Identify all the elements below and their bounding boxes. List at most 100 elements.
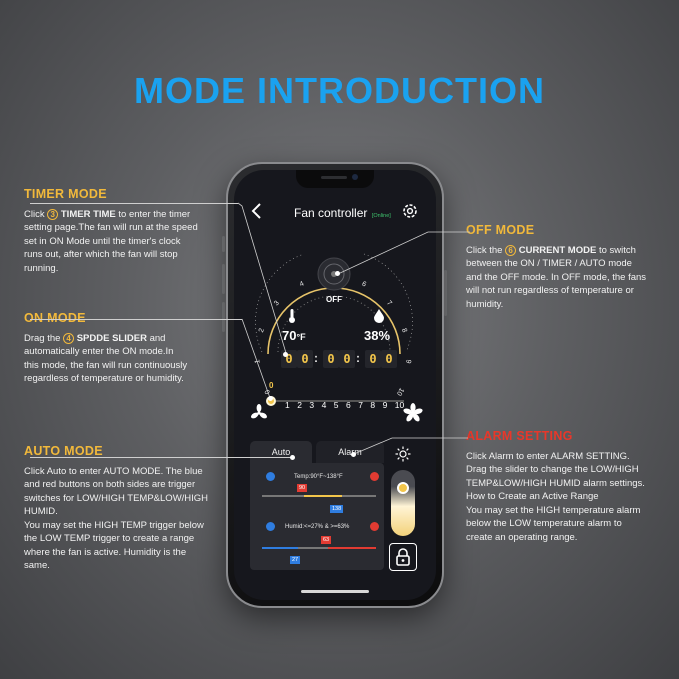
timer-mode-title: TIMER MODE — [24, 187, 107, 201]
auto-leader-line — [30, 457, 294, 458]
brightness-icon[interactable] — [395, 446, 411, 462]
on-leader-path — [241, 318, 271, 399]
on-leader-dot — [268, 396, 273, 401]
on-mode-line-1: Drag the 4 SPDDE SLIDER and — [24, 332, 166, 344]
auto-mode-line: same. — [24, 560, 50, 571]
alarm-setting-line: create an operating range. — [466, 531, 578, 543]
off-mode-line: and the OFF mode. In OFF mode, the fans — [466, 271, 647, 283]
timer-mode-line: set in ON Mode until the timer's clock — [24, 235, 181, 247]
timer-mode-line: setting page.The fan will run at the spe… — [24, 222, 198, 233]
humidity-drop-icon — [374, 309, 384, 323]
auto-mode-section: AUTO MODE Click Auto to enter AUTO MODE.… — [24, 444, 229, 573]
timer-leader-path — [237, 202, 287, 354]
temp-range-label: Temp:90°F~138°F — [294, 474, 343, 480]
humid-range-label: Humid:<=27% & >=63% — [285, 524, 350, 530]
humid-low-trigger-button[interactable] — [266, 522, 275, 531]
fan-high-icon — [403, 403, 423, 422]
volume-up-button — [222, 264, 225, 294]
app-title: Fan controller — [294, 206, 368, 220]
thermometer-icon — [289, 309, 295, 323]
off-mode-line-1: Click the 6 CURRENT MODE to switch — [466, 244, 636, 256]
humidity-value: 38% — [364, 328, 391, 343]
temperature-unit: °F — [296, 332, 306, 342]
on-mode-line: regardless of temperature or humidity. — [24, 373, 184, 384]
back-arrow-icon[interactable] — [250, 202, 264, 220]
on-mode-line: this mode, the fan will run continuously — [24, 359, 188, 371]
on-mode-line: automatically enter the ON mode.In — [24, 346, 174, 357]
dial-number-label: 9 — [403, 359, 412, 364]
phone-camera — [352, 174, 358, 180]
temp-low-value-tag: 90 — [297, 484, 308, 492]
temperature-readout: 70°F — [282, 328, 306, 343]
timer-keyword: TIMER TIME — [60, 208, 116, 220]
timer-digit[interactable]: 0 — [323, 350, 339, 368]
alarm-setting-line: TEMP&LOW/HIGH HUMID alarm settings. — [466, 477, 645, 489]
lock-button[interactable] — [389, 543, 417, 571]
timer-colon: : — [356, 351, 360, 365]
speed-level-label[interactable]: 8 — [370, 400, 376, 410]
off-mode-line: between the ON / TIMER / AUTO mode — [466, 258, 632, 269]
temp-track-right — [342, 495, 376, 497]
timer-colon: : — [314, 351, 318, 365]
alarm-setting-section: ALARM SETTING Click Alarm to enter ALARM… — [466, 429, 671, 544]
temp-low-trigger-button[interactable] — [266, 472, 275, 481]
online-status: [Online] — [371, 213, 391, 219]
off-mode-title: OFF MODE — [466, 223, 535, 237]
auto-leader-dot — [290, 455, 295, 460]
speed-level-label[interactable]: 2 — [297, 400, 302, 410]
speed-level-label[interactable]: 3 — [309, 400, 315, 410]
settings-gear-icon[interactable] — [401, 202, 419, 220]
page-headline: MODE INTRODUCTION — [134, 70, 545, 111]
brightness-slider-handle[interactable] — [397, 482, 409, 494]
auto-mode-line: HUMID. — [24, 506, 58, 517]
off-mode-section: OFF MODE Click the 6 CURRENT MODE to swi… — [466, 223, 671, 311]
alarm-leader-dot — [351, 452, 356, 457]
speed-level-label[interactable]: 7 — [358, 400, 363, 410]
humid-high-trigger-button[interactable] — [370, 522, 379, 531]
timer-digit[interactable]: 0 — [339, 350, 355, 368]
alarm-setting-line: How to Create an Active Range — [466, 491, 599, 502]
temp-active-range[interactable] — [304, 495, 342, 497]
temp-high-trigger-button[interactable] — [370, 472, 379, 481]
alarm-leader-path — [353, 437, 468, 455]
alarm-setting-line: below the LOW temperature alarm to — [466, 518, 622, 529]
alarm-setting-line: Click Alarm to enter ALARM SETTING. — [466, 450, 630, 462]
auto-mode-line: the LOW TEMP trigger to create a range — [24, 533, 195, 544]
speed-slider-track[interactable] — [276, 400, 404, 402]
current-mode-fan-icon[interactable] — [316, 256, 352, 292]
timer-mode-line-1: Click 3 TIMER TIME to enter the timer — [24, 208, 191, 220]
timer-digit[interactable]: 0 — [297, 350, 313, 368]
off-keyword: CURRENT MODE — [518, 244, 597, 256]
speed-level-label[interactable]: 9 — [382, 400, 388, 410]
off-mode-line: humidity. — [466, 298, 504, 310]
timer-digit[interactable]: 0 — [381, 350, 397, 368]
auto-settings-panel — [250, 463, 384, 570]
home-indicator — [301, 590, 369, 593]
phone-speaker — [321, 176, 347, 179]
on-leader-line — [30, 319, 242, 320]
humid-high-value-tag: 63 — [321, 536, 332, 544]
humid-low-value-tag: 27 — [290, 556, 301, 564]
app-header: Fan controller [Online] — [294, 204, 391, 222]
auto-mode-line: You may set the HIGH TEMP trigger below — [24, 519, 204, 531]
off-number-badge: 6 — [505, 244, 517, 256]
phone-notch — [296, 170, 374, 188]
timer-digit[interactable]: 0 — [365, 350, 381, 368]
timer-mode-line: runs out, after which the fan will stop — [24, 249, 178, 260]
speed-level-label[interactable]: 10 — [394, 400, 405, 410]
speed-level-label[interactable]: 5 — [333, 400, 339, 410]
tab-auto[interactable]: Auto — [250, 441, 312, 463]
speed-level-label[interactable]: 4 — [321, 400, 327, 410]
speed-level-label[interactable]: 6 — [346, 400, 351, 410]
tab-alarm[interactable]: Alarm — [316, 441, 384, 463]
timer-mode-line: running. — [24, 262, 59, 274]
volume-down-button — [222, 302, 225, 332]
brightness-slider[interactable] — [391, 470, 415, 536]
humid-high-range[interactable] — [328, 547, 376, 549]
auto-mode-title: AUTO MODE — [24, 444, 103, 458]
mode-label: OFF — [326, 295, 342, 304]
off-leader-path — [337, 231, 470, 275]
speed-level-label[interactable]: 1 — [285, 400, 290, 410]
alarm-setting-line: You may set the HIGH temperature alarm — [466, 504, 641, 516]
humid-low-range[interactable] — [262, 547, 298, 549]
